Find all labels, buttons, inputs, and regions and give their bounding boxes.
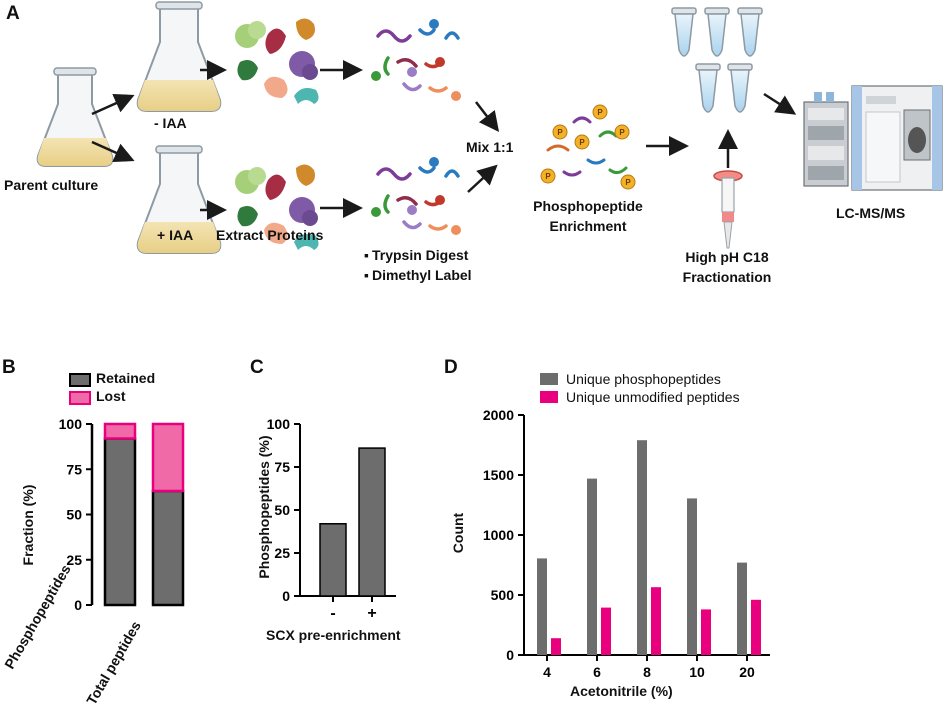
peptides-top-icon — [371, 19, 461, 101]
chart-d-y-tick-label: 1500 — [483, 467, 514, 483]
chart-c-bar — [358, 447, 386, 597]
chart-b-legend-swatch-retained — [69, 373, 91, 387]
dimethyl-label-label: Dimethyl Label — [364, 268, 472, 282]
chart-d-ylabel: Count — [450, 512, 466, 554]
chart-d-x-tick-label: 10 — [689, 664, 705, 680]
phospho-bead-letter: P — [579, 138, 585, 147]
chart-d-bar-phospho — [687, 498, 697, 655]
chart-c-x-tick-label: - — [330, 605, 335, 622]
chart-d-bar-unmodified — [751, 599, 761, 655]
fraction-tubes-icon — [671, 7, 763, 113]
chart-d-bar-unmodified — [701, 609, 711, 655]
proteins-bottom-icon — [235, 164, 319, 250]
fractionation-label-line2: Fractionation — [682, 269, 772, 285]
lc-ms-instrument-icon — [803, 85, 943, 191]
chart-d-bar-phospho — [737, 562, 747, 655]
panel-c-letter: C — [250, 357, 264, 378]
chart-d-bar-phospho — [537, 558, 547, 655]
chart-b-bar-retained — [103, 437, 137, 607]
phospho-bead-letter: P — [597, 108, 603, 117]
chart-b-legend-retained: Retained — [96, 370, 156, 386]
chart-d-bar-unmodified — [651, 587, 661, 655]
chart-b-y-tick-label: 75 — [66, 461, 82, 477]
panel-a-letter: A — [6, 3, 20, 24]
plus-iaa-label: + IAA — [157, 227, 194, 243]
chart-d-y-tick-label: 2000 — [483, 407, 514, 423]
plus-iaa-flask-icon — [136, 145, 222, 254]
phospho-bead-letter: P — [557, 128, 563, 137]
phospho-bead-letters: P P P P P P — [545, 108, 631, 187]
enrichment-label-line2: Enrichment — [549, 218, 627, 234]
chart-c-y-tick-label: 0 — [282, 588, 290, 604]
workflow-arrows — [91, 60, 797, 220]
panel-d-letter: D — [444, 357, 458, 378]
chart-c-y-tick-label: 100 — [267, 416, 291, 432]
phospho-bead-letter: P — [545, 172, 551, 181]
mix-label: Mix 1:1 — [466, 139, 514, 155]
chart-b-bar-lost — [151, 422, 185, 493]
chart-c-y-tick-label: 75 — [274, 459, 290, 475]
phosphopeptide-cluster-icon — [540, 104, 636, 190]
c18-tip-icon — [713, 170, 743, 249]
fractionation-label-line1: High pH C18 — [685, 249, 769, 265]
parent-culture-label: Parent culture — [4, 177, 99, 193]
minus-iaa-flask-icon — [136, 1, 222, 112]
chart-b-bar-lost — [103, 422, 137, 440]
chart-d-y-tick-label: 0 — [506, 647, 514, 663]
lcms-label: LC-MS/MS — [836, 205, 906, 221]
chart-d-y-tick-label: 500 — [491, 587, 515, 603]
chart-c-xlabel: SCX pre-enrichment — [266, 627, 401, 643]
chart-b-legend-lost: Lost — [96, 388, 126, 404]
phospho-bead-letter: P — [619, 128, 625, 137]
chart-d-y-tick-label: 1000 — [483, 527, 514, 543]
chart-d-bar-unmodified — [601, 607, 611, 655]
enrichment-label-line1: Phosphopeptide — [533, 198, 643, 214]
chart-d-bar-phospho — [637, 440, 647, 655]
chart-d-legend-phospho: Unique phosphopeptides — [566, 371, 721, 387]
chart-d-legend-swatch-phospho — [540, 373, 558, 385]
chart-d-x-tick-label: 8 — [643, 664, 651, 680]
chart-d-x-tick-label: 6 — [593, 664, 601, 680]
chart-b-legend-swatch-lost — [69, 391, 91, 405]
chart-d-x-tick-label: 4 — [543, 664, 551, 680]
chart-d-bar-phospho — [587, 478, 597, 655]
panel-b-letter: B — [2, 357, 16, 378]
chart-d-legend-swatch-unmodified — [540, 391, 558, 403]
chart-d-bar-unmodified — [551, 638, 561, 655]
extract-proteins-label: Extract Proteins — [216, 227, 324, 243]
chart-c-y-tick-label: 50 — [274, 502, 290, 518]
chart-b-y-tick-label: 100 — [59, 416, 83, 432]
chart-b-y-tick-label: 0 — [74, 597, 82, 613]
chart-d-xlabel: Acetonitrile (%) — [570, 683, 673, 699]
chart-b-y-tick-label: 50 — [66, 507, 82, 523]
peptides-bottom-icon — [371, 157, 461, 235]
chart-b-y-tick-label: 25 — [66, 552, 82, 568]
chart-d-x-tick-label: 20 — [739, 664, 755, 680]
chart-c-x-tick-label: + — [367, 605, 376, 622]
chart-c-y-tick-label: 25 — [274, 545, 290, 561]
phospho-bead-letter: P — [625, 178, 631, 187]
chart-d-legend-unmodified: Unique unmodified peptides — [566, 389, 740, 405]
chart-b-bar-retained — [151, 489, 185, 607]
trypsin-digest-label: Trypsin Digest — [364, 248, 468, 262]
proteins-top-icon — [235, 18, 319, 104]
minus-iaa-label: - IAA — [154, 115, 187, 131]
